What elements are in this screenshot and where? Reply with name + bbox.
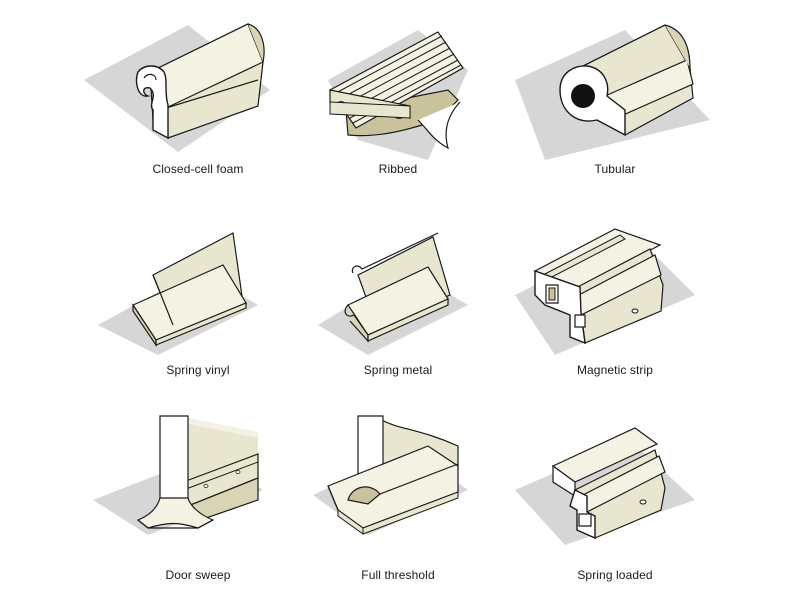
magnetic-strip-illustration — [515, 215, 695, 355]
item-label: Magnetic strip — [576, 363, 654, 377]
item-label: Full threshold — [361, 568, 435, 582]
spring-metal-illustration — [318, 215, 468, 355]
item-label: Tubular — [594, 162, 636, 176]
item-label: Closed-cell foam — [152, 162, 244, 176]
item-full-threshold: Full threshold — [298, 410, 498, 600]
spring-vinyl-illustration — [98, 215, 258, 355]
item-label: Door sweep — [165, 568, 231, 582]
item-closed-cell-foam: Closed-cell foam — [84, 10, 298, 200]
item-label: Ribbed — [378, 162, 418, 176]
door-sweep-illustration — [93, 410, 263, 535]
closed-cell-foam-illustration — [84, 10, 270, 152]
item-tubular: Tubular — [515, 10, 715, 200]
item-door-sweep: Door sweep — [93, 410, 298, 600]
item-spring-vinyl: Spring vinyl — [98, 215, 298, 405]
item-label: Spring loaded — [577, 568, 653, 582]
ribbed-illustration — [328, 30, 468, 160]
full-threshold-illustration — [313, 410, 468, 535]
tubular-illustration — [515, 10, 710, 160]
item-label: Spring vinyl — [166, 363, 230, 377]
spring-loaded-illustration — [515, 410, 695, 545]
item-spring-metal: Spring metal — [298, 215, 498, 405]
item-magnetic-strip: Magnetic strip — [515, 215, 715, 405]
item-label: Spring metal — [363, 363, 433, 377]
item-ribbed: Ribbed — [298, 10, 498, 200]
item-spring-loaded: Spring loaded — [515, 410, 715, 600]
